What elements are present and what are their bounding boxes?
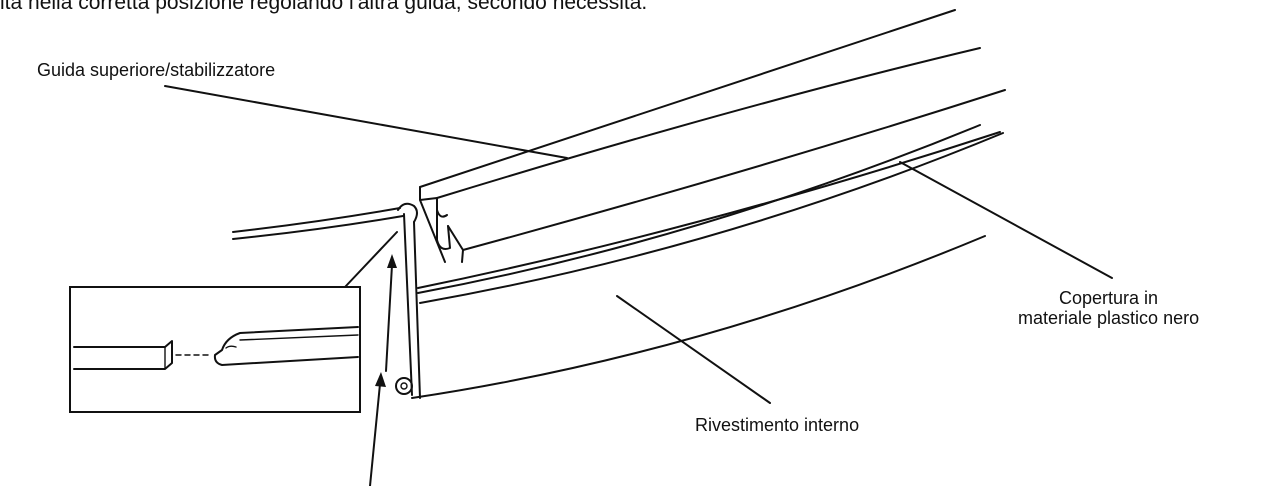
liner-bottom-edge — [411, 235, 986, 399]
liner-roll-inner — [400, 382, 408, 390]
liner-roll-top — [397, 202, 418, 223]
guide-top-edge — [419, 9, 956, 188]
inset-rail-right — [213, 326, 359, 366]
plastic-cover-lower — [419, 132, 1004, 304]
liner-roll-bottom — [395, 377, 413, 395]
leader-plastic-cover — [899, 161, 1113, 279]
leader-inner-liner — [616, 295, 771, 404]
arrow-lower-shaft — [369, 383, 381, 486]
guide-end-profile — [419, 186, 464, 263]
label-plastic-cover-line1: Copertura in — [1059, 288, 1159, 308]
label-plastic-cover-line2: materiale plastico nero — [1018, 308, 1200, 328]
leader-inset — [344, 231, 398, 288]
arrow-up-shaft — [385, 264, 393, 372]
inset-box — [69, 286, 361, 413]
inset-rail-left — [73, 340, 173, 370]
guide-upper-edge — [436, 47, 981, 199]
inset-rail-right-inner — [239, 334, 359, 341]
arrow-up-head — [387, 254, 397, 268]
arrow-lower-head — [375, 372, 386, 387]
wall-line-lower — [232, 215, 404, 240]
liner-right-edge — [413, 221, 421, 399]
guide-lower-edge — [462, 89, 1006, 251]
label-plastic-cover: Copertura in materiale plastico nero — [1018, 288, 1199, 328]
inset-rail-right-tip — [225, 345, 237, 349]
wall-line-upper — [232, 207, 401, 233]
label-top-guide: Guida superiore/stabilizzatore — [37, 60, 276, 80]
guide-end-hook — [436, 209, 451, 250]
label-inner-liner: Rivestimento interno — [695, 415, 860, 435]
guide-bottom-edge — [417, 131, 1001, 289]
plastic-cover-upper — [417, 124, 981, 294]
intro-text: ita nella corretta posizione regolando l… — [0, 0, 648, 14]
leader-top-guide — [164, 85, 568, 159]
liner-left-edge — [403, 213, 413, 396]
